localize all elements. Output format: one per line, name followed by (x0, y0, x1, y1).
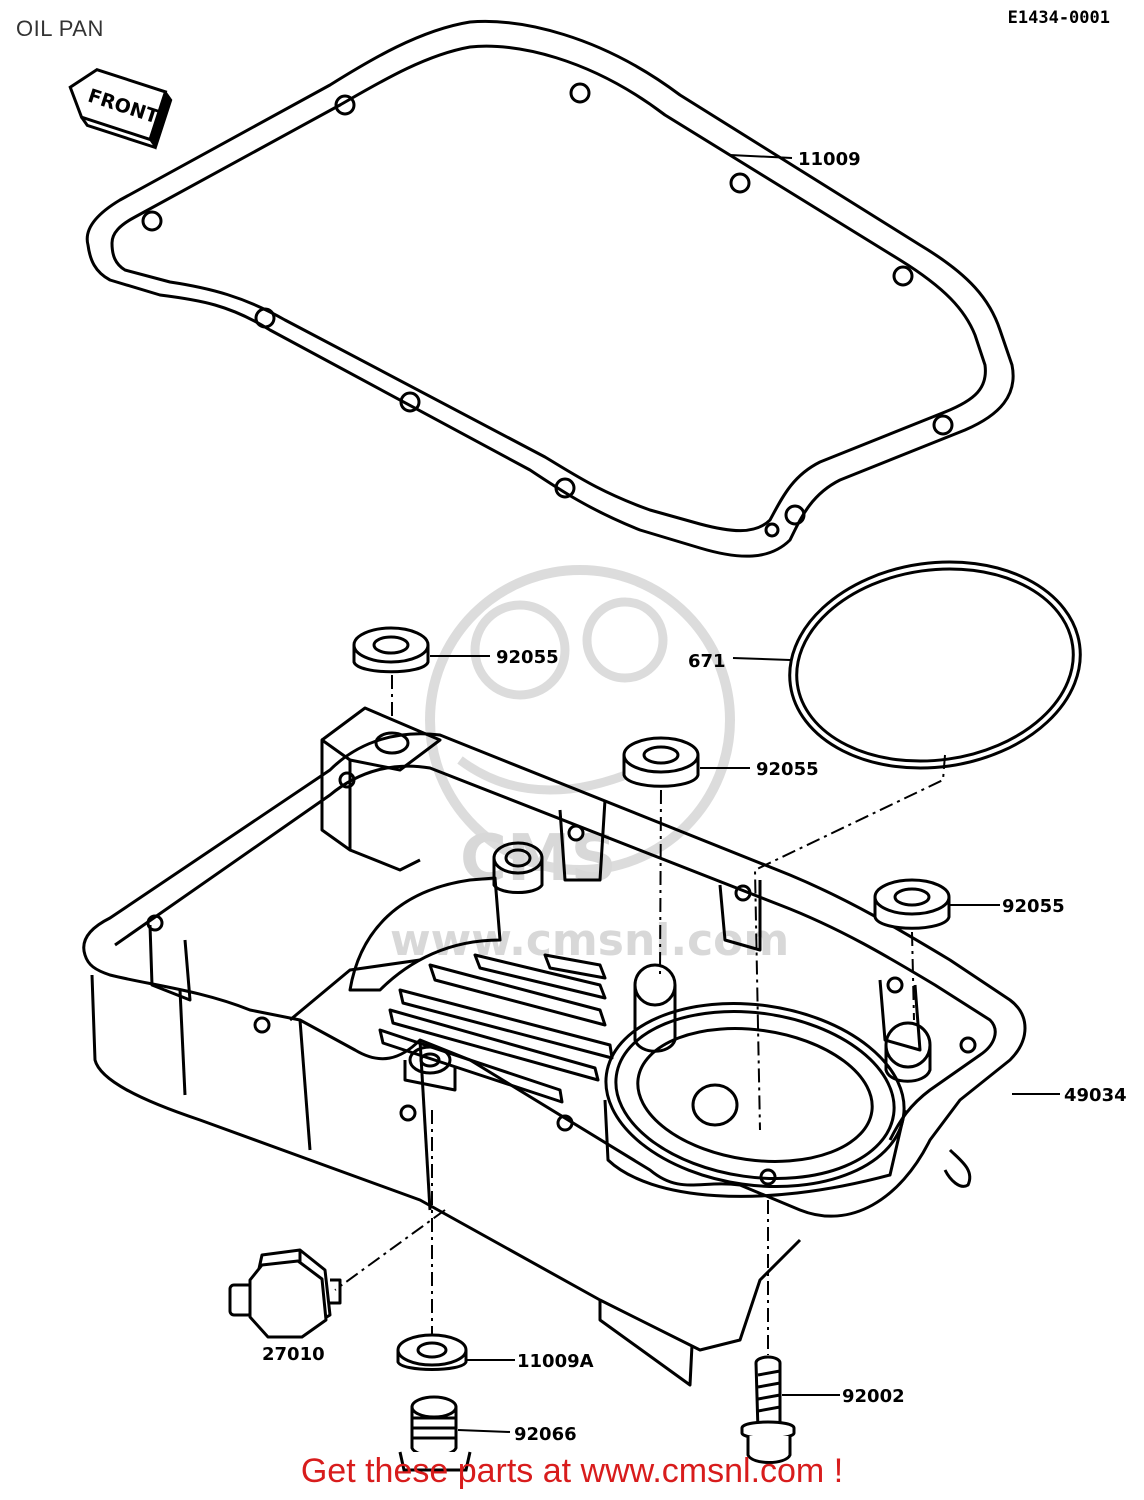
shop-link[interactable]: Get these parts at www.cmsnl.com ! (300, 1452, 844, 1490)
part-label-gasket: 11009 (798, 149, 861, 170)
drawing-code: E1434-0001 (1007, 8, 1110, 28)
leader-lines (334, 675, 946, 1355)
part-label-collar-c: 92055 (1002, 896, 1065, 917)
switch-27010-body (248, 1259, 328, 1339)
part-label-switch: 27010 (262, 1344, 325, 1365)
o-ring-671 (788, 560, 1082, 770)
part-label-collar-b: 92055 (756, 759, 819, 780)
part-label-o-ring: 671 (688, 651, 726, 672)
watermark: CMS www.cmsnl.com (390, 565, 789, 966)
part-label-collar-a: 92055 (496, 647, 559, 668)
watermark-logo: CMS (460, 822, 617, 896)
collar-92055-c (873, 878, 951, 930)
bolt-92002 (740, 1355, 796, 1464)
collar-92055-a (352, 626, 430, 674)
drain-plug-92066 (398, 1395, 472, 1472)
footer-link-container: Get these parts at www.cmsnl.com ! (0, 1452, 1144, 1491)
oil-pan-49034 (82, 706, 1027, 1387)
part-label-drain-plug: 92066 (514, 1424, 577, 1445)
callout-lines (295, 154, 1060, 1433)
front-arrow: FRONT (68, 67, 173, 150)
gasket-11009 (85, 20, 1015, 558)
part-labels: 11009 671 92055 92055 92055 49034 27010 … (262, 149, 1127, 1445)
part-label-washer: 11009A (517, 1351, 594, 1372)
page-title: OIL PAN (16, 16, 104, 41)
part-label-bolt: 92002 (842, 1386, 905, 1407)
collar-92055-b (622, 736, 700, 788)
washer-11009A (396, 1333, 468, 1371)
part-label-oil-pan: 49034 (1064, 1085, 1127, 1106)
